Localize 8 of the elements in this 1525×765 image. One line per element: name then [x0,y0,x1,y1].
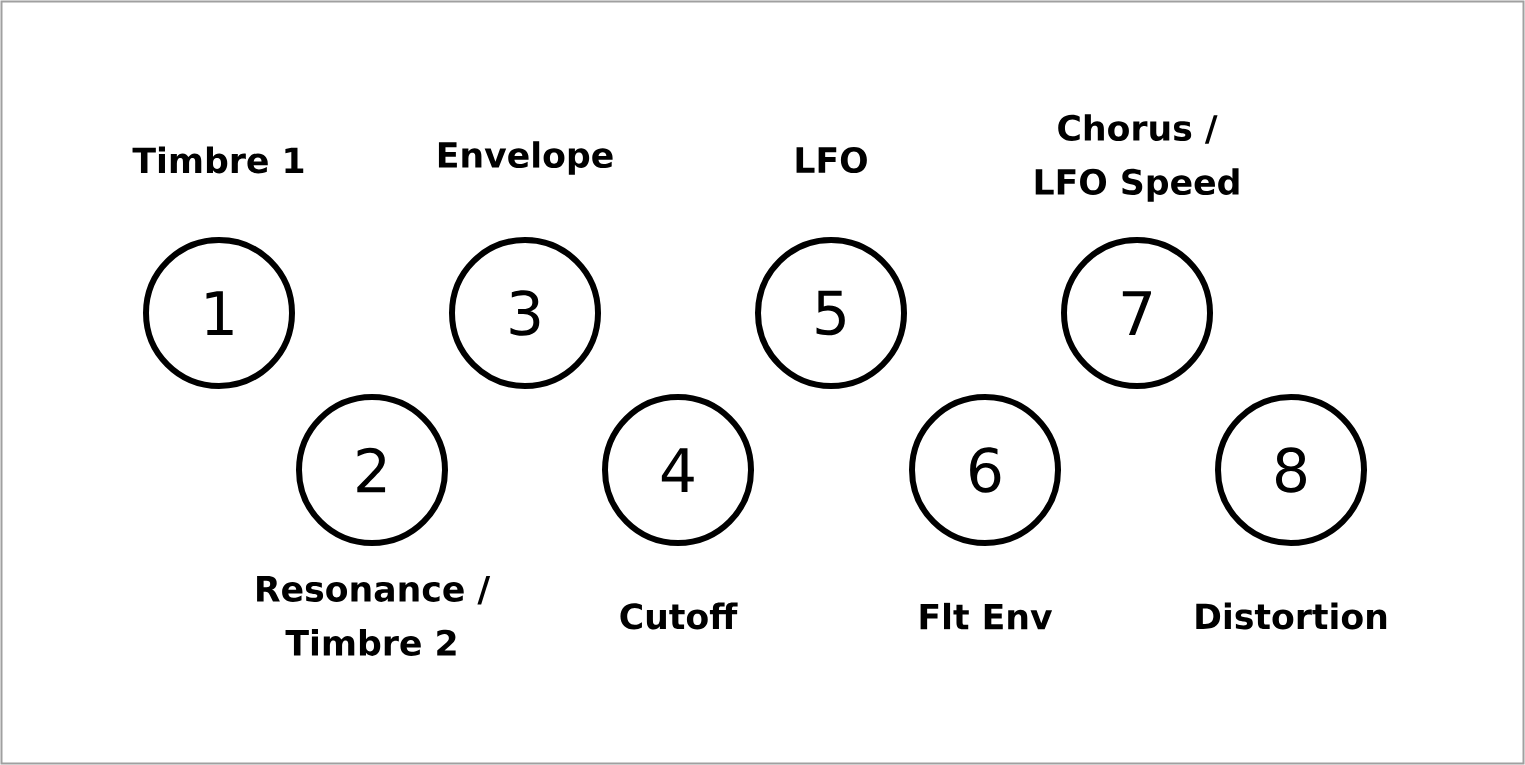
circle-label: Envelope [438,141,613,175]
circle-label: Timbre 1 [132,146,304,174]
circle-label: Cutoff [620,602,738,630]
circle-label: LFO [796,146,867,174]
circle-label: Resonance / Timbre 2 [257,576,491,656]
circle-label: Distortion [1196,602,1387,630]
circle-label: Flt Env [920,602,1053,630]
circle-label: Chorus / LFO Speed [1035,114,1239,202]
